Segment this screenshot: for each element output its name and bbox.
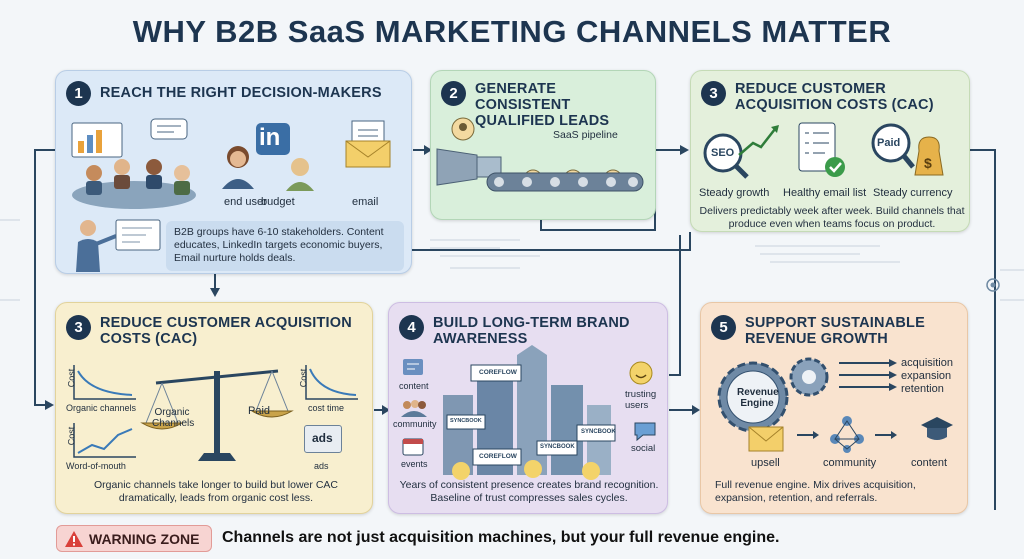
panel-description: Delivers predictably week after week. Bu… bbox=[699, 205, 965, 230]
label-trusting-users: trusting users bbox=[625, 389, 657, 411]
description-box bbox=[166, 221, 404, 271]
scale-label-organic: Organic Channels bbox=[152, 407, 195, 429]
label-social: social bbox=[631, 443, 656, 454]
seo-magnifier-icon bbox=[703, 125, 779, 179]
ads-box-icon bbox=[304, 425, 342, 453]
step-number: 3 bbox=[701, 81, 726, 106]
panel-description: Full revenue engine. Mix drives acquisit… bbox=[715, 479, 916, 504]
step-number: 2 bbox=[441, 81, 466, 106]
warning-zone-badge: WARNING ZONE bbox=[56, 525, 212, 552]
label-upsell: upsell bbox=[751, 457, 780, 469]
billboard-syncbook: SYNCBOOK bbox=[450, 418, 482, 424]
conveyor-belt-icon bbox=[486, 172, 644, 192]
panel-description: Organic channels take longer to build bu… bbox=[94, 479, 338, 504]
meeting-room-illustration bbox=[71, 118, 196, 209]
panel-description: Years of consistent presence creates bra… bbox=[399, 479, 659, 504]
balance-scale-icon bbox=[140, 369, 294, 461]
label-retention: retention bbox=[901, 383, 944, 395]
panel-title: REDUCE CUSTOMER ACQUISITION COSTS (CAC) bbox=[735, 81, 934, 113]
label-cost-time: cost time bbox=[308, 403, 345, 413]
seo-icon-text: SEO bbox=[711, 147, 735, 159]
label-events: events bbox=[401, 459, 428, 469]
label-word-of-mouth: Word-of-mouth bbox=[66, 461, 126, 471]
billboard-syncbook: SYNCBOOK bbox=[581, 429, 616, 435]
network-icon bbox=[797, 416, 897, 453]
billboard-coreflow: COREFLOW bbox=[479, 453, 517, 460]
panel-reduce-cac-bottom: 3 REDUCE CUSTOMER ACQUISITION COSTS (CAC… bbox=[55, 302, 373, 514]
step-number: 4 bbox=[399, 315, 424, 340]
warning-label: WARNING ZONE bbox=[89, 531, 200, 547]
panel-reduce-cac-top: 3 REDUCE CUSTOMER ACQUISITION COSTS (CAC… bbox=[690, 70, 970, 232]
word-of-mouth-chart-icon bbox=[73, 423, 136, 458]
linkedin-logo-text: in bbox=[259, 124, 281, 151]
panel-title: BUILD LONG-TERM BRAND AWARENESS bbox=[433, 315, 630, 347]
paid-icon-text: Paid bbox=[877, 137, 901, 149]
billboard-coreflow: COREFLOW bbox=[479, 369, 517, 376]
presenter-icon bbox=[76, 219, 161, 272]
city-skyline-illustration bbox=[443, 345, 616, 480]
label-acquisition: acquisition bbox=[901, 357, 953, 369]
label-saas-pipeline: SaaS pipeline bbox=[553, 129, 618, 141]
label-ads: ads bbox=[314, 461, 329, 471]
step-number: 1 bbox=[66, 81, 91, 106]
panel-title: GENERATE CONSISTENT QUALIFIED LEADS bbox=[475, 81, 610, 129]
label-end-user: end user bbox=[224, 196, 267, 208]
axis-label-cost: Cost bbox=[66, 368, 77, 388]
trusting-users-icon bbox=[629, 361, 653, 385]
panel-title: SUPPORT SUSTAINABLE REVENUE GROWTH bbox=[745, 315, 925, 347]
panel-description: B2B groups have 6-10 stakeholders. Conte… bbox=[174, 226, 384, 264]
warning-tagline: Channels are not just acquisition machin… bbox=[222, 529, 780, 546]
budget-person-icon bbox=[286, 158, 314, 191]
billboard-syncbook: SYNCBOOK bbox=[540, 444, 575, 450]
label-content: content bbox=[399, 381, 429, 391]
label-steady-growth: Steady growth bbox=[699, 187, 770, 199]
panel-reach-decision-makers: 1 REACH THE RIGHT DECISION-MAKERS end us… bbox=[55, 70, 412, 274]
label-budget: budget bbox=[261, 196, 295, 208]
axis-label-cost: Cost bbox=[298, 368, 309, 388]
community-icon bbox=[401, 400, 427, 417]
label-steady-currency: Steady currency bbox=[873, 187, 953, 199]
panel-brand-awareness: 4 BUILD LONG-TERM BRAND AWARENESS conten… bbox=[388, 302, 668, 514]
panel-title: REDUCE CUSTOMER ACQUISITION COSTS (CAC) bbox=[100, 315, 352, 347]
revenue-engine-gears-icon bbox=[717, 357, 829, 433]
revenue-engine-label: Revenue Engine bbox=[737, 387, 779, 409]
organic-cost-chart-icon bbox=[73, 365, 136, 400]
panel-title: REACH THE RIGHT DECISION-MAKERS bbox=[100, 85, 382, 101]
upsell-envelope-icon bbox=[748, 426, 784, 452]
content-icon bbox=[403, 359, 423, 375]
events-icon bbox=[402, 438, 424, 456]
axis-label-cost: Cost bbox=[66, 426, 77, 446]
label-community: community bbox=[393, 419, 437, 429]
panel-revenue-growth: 5 SUPPORT SUSTAINABLE REVENUE GROWTH Rev… bbox=[700, 302, 968, 514]
page-title: WHY B2B SaaS MARKETING CHANNELS MATTER bbox=[132, 14, 892, 49]
panel-qualified-leads: 2 GENERATE CONSISTENT QUALIFIED LEADS Sa… bbox=[430, 70, 656, 220]
paid-money-icon bbox=[871, 123, 944, 176]
end-user-icon bbox=[222, 146, 254, 189]
step-number: 3 bbox=[66, 315, 91, 340]
label-expansion: expansion bbox=[901, 370, 952, 382]
email-icon bbox=[345, 120, 391, 168]
label-community: community bbox=[823, 457, 877, 469]
label-organic-channels: Organic channels bbox=[66, 403, 137, 413]
ads-box-text: ads bbox=[312, 431, 333, 445]
graduation-cap-icon bbox=[921, 417, 953, 440]
social-icon bbox=[634, 422, 656, 442]
dollar-icon-text: $ bbox=[924, 155, 932, 171]
arrows-out-icon bbox=[839, 359, 897, 391]
step-number: 5 bbox=[711, 315, 736, 340]
scale-label-paid: Paid bbox=[248, 405, 271, 417]
label-content: content bbox=[911, 457, 948, 469]
warning-triangle-icon bbox=[65, 531, 83, 547]
label-email: email bbox=[352, 196, 379, 208]
checklist-icon bbox=[798, 122, 845, 177]
linkedin-icon bbox=[256, 123, 290, 155]
label-healthy-email-list: Healthy email list bbox=[783, 187, 867, 199]
cost-time-chart-icon bbox=[305, 365, 358, 400]
